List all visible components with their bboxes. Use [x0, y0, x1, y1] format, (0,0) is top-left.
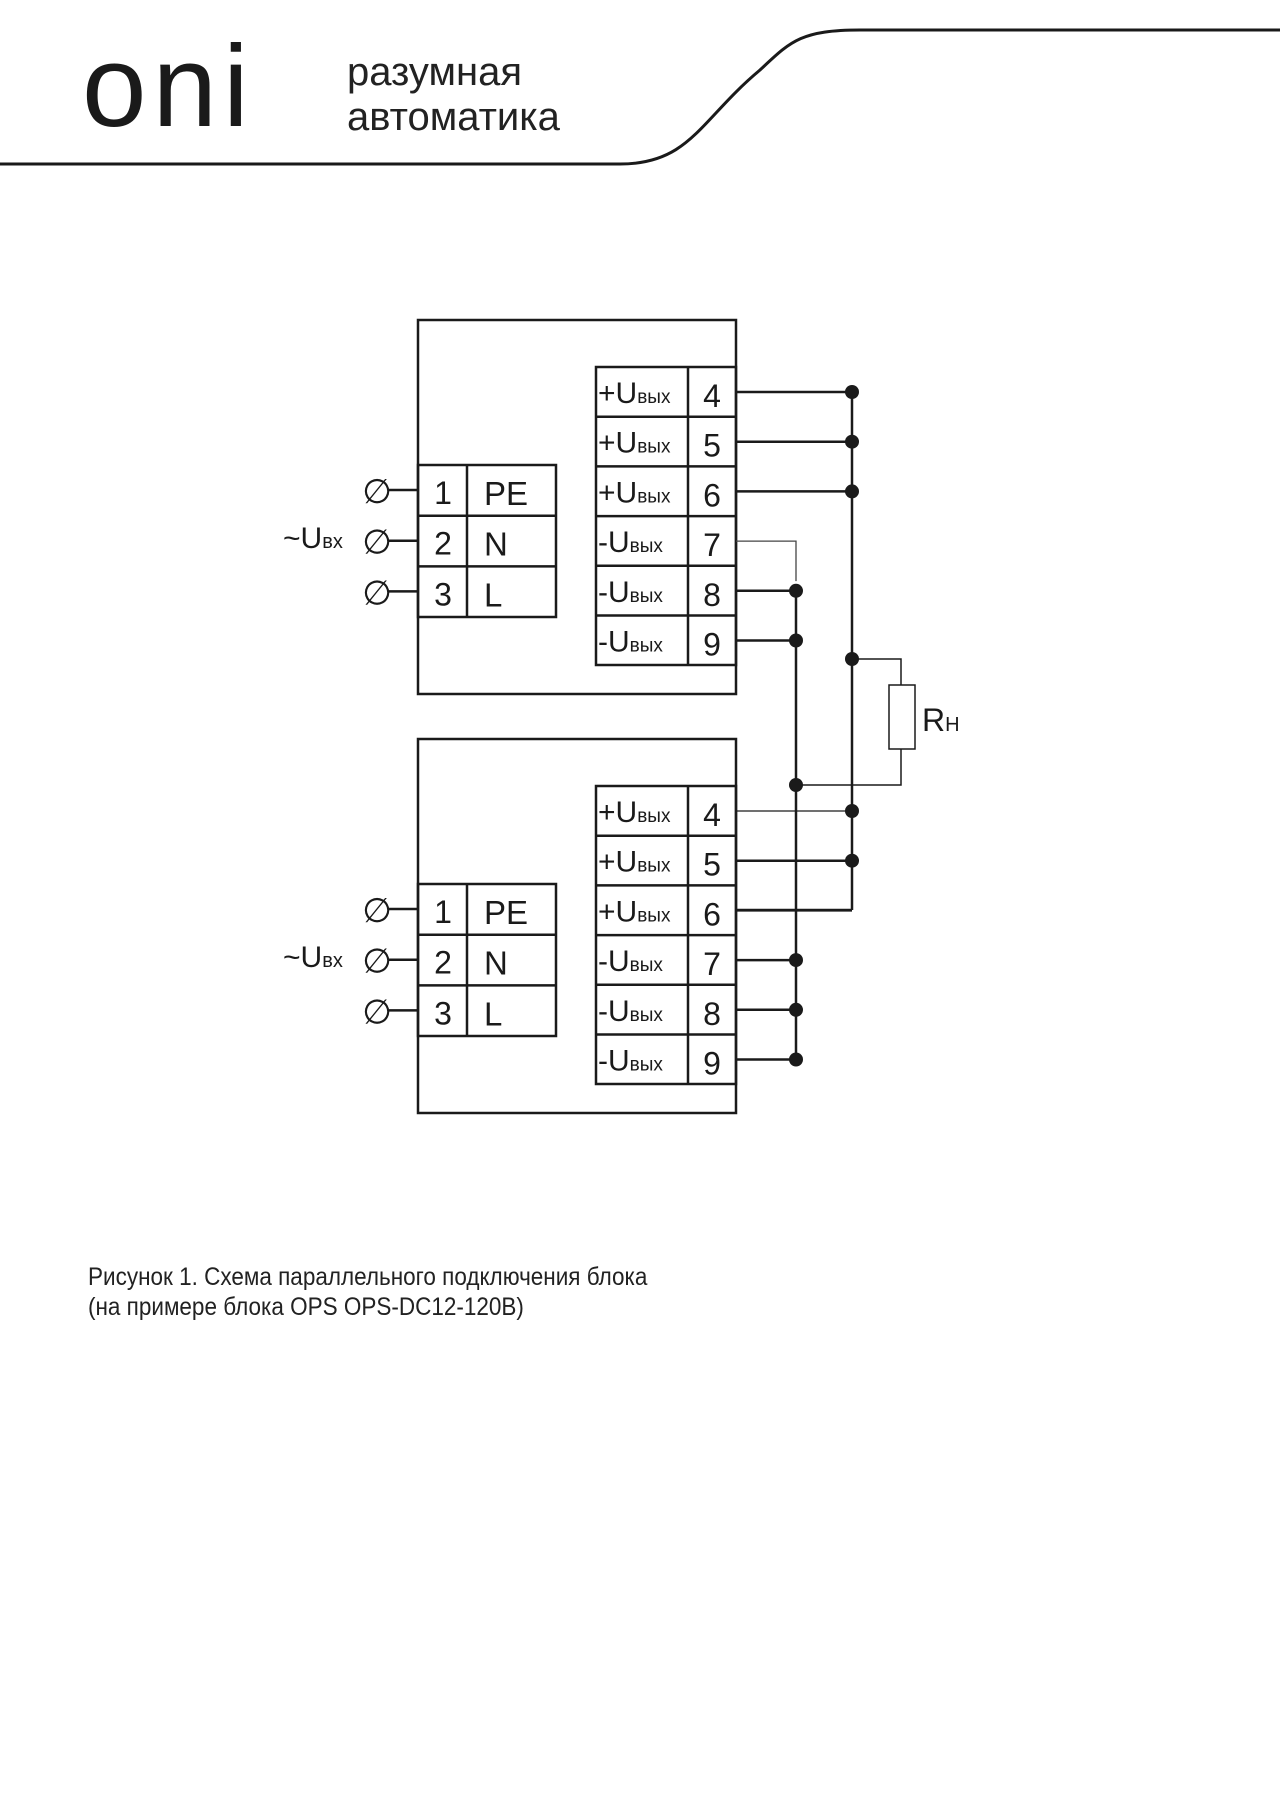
- figure-caption: Рисунок 1. Схема параллельного подключен…: [88, 1262, 808, 1322]
- output-terminal-label: +Uвых: [598, 377, 671, 410]
- output-terminal-label: +Uвых: [598, 895, 671, 928]
- output-terminal-number: 6: [703, 896, 721, 932]
- output-terminal-number: 5: [703, 847, 721, 883]
- input-terminal-name: PE: [484, 894, 528, 931]
- terminal-screw-icon: ∅: [362, 892, 392, 930]
- output-terminal-label: -Uвых: [598, 945, 663, 978]
- input-terminal-name: PE: [484, 475, 528, 512]
- caption-line-1: Рисунок 1. Схема параллельного подключен…: [88, 1263, 648, 1291]
- brand-tagline-line1: разумная: [347, 50, 522, 94]
- terminal-screw-icon: ∅: [362, 993, 392, 1031]
- terminal-screw-icon: ∅: [362, 524, 392, 562]
- input-terminal-name: N: [484, 945, 508, 982]
- junction-dot: [789, 778, 803, 792]
- output-terminal-label: -Uвых: [598, 576, 663, 609]
- output-terminal-number: 5: [703, 428, 721, 464]
- input-terminal-name: L: [484, 576, 502, 613]
- output-terminal-label: -Uвых: [598, 995, 663, 1028]
- input-terminal-number: 1: [434, 894, 452, 930]
- input-terminal-number: 1: [434, 475, 452, 511]
- load-resistor: RН: [789, 652, 960, 792]
- output-terminal-number: 4: [703, 378, 721, 414]
- output-terminal-label: +Uвых: [598, 476, 671, 509]
- output-terminal-label: +Uвых: [598, 427, 671, 460]
- terminal-screw-icon: ∅: [362, 943, 392, 981]
- output-terminal-number: 8: [703, 996, 721, 1032]
- output-terminal-number: 9: [703, 1046, 721, 1082]
- input-voltage-label: ~Uвх: [283, 522, 343, 555]
- resistor-symbol: [888, 684, 916, 750]
- header-curve-line: [0, 28, 1280, 166]
- terminal-screw-icon: ∅: [362, 574, 392, 612]
- input-voltage-label: ~Uвх: [283, 941, 343, 974]
- output-terminal-number: 7: [703, 527, 721, 563]
- input-terminal-number: 2: [434, 945, 452, 981]
- load-resistor-label: RН: [922, 702, 960, 738]
- output-terminal-number: 4: [703, 797, 721, 833]
- output-terminal-label: +Uвых: [598, 846, 671, 879]
- output-terminal-label: -Uвых: [598, 1045, 663, 1078]
- header: oni разумная автоматика: [0, 21, 1280, 166]
- input-terminal-name: L: [484, 995, 502, 1032]
- load-wire: [796, 749, 902, 786]
- output-terminal-number: 9: [703, 627, 721, 663]
- output-terminal-number: 7: [703, 946, 721, 982]
- brand-logo: oni: [82, 21, 255, 151]
- output-terminal-block: +Uвых 4 +Uвых 5 +Uвых 6 -Uвых 7 -Uвых 8 -Uвых 9: [594, 784, 859, 1086]
- output-terminal-label: +Uвых: [598, 796, 671, 829]
- output-terminal-number: 8: [703, 577, 721, 613]
- brand-tagline-line2: автоматика: [347, 95, 561, 139]
- output-terminal-label: -Uвых: [598, 526, 663, 559]
- input-terminal-number: 2: [434, 526, 452, 562]
- output-wire: [736, 540, 797, 582]
- input-terminal-number: 3: [434, 995, 452, 1031]
- terminal-screw-icon: ∅: [362, 473, 392, 511]
- caption-line-2: (на примере блока OPS OPS-DC12-120B): [88, 1293, 524, 1321]
- input-terminal-number: 3: [434, 576, 452, 612]
- load-wire: [852, 658, 902, 685]
- output-terminal-number: 6: [703, 477, 721, 513]
- input-terminal-name: N: [484, 526, 508, 563]
- output-terminal-block: +Uвых 4 +Uвых 5 +Uвых 6 -Uвых 7 -Uвых 8 -Uвых 9: [594, 365, 859, 667]
- output-terminal-label: -Uвых: [598, 626, 663, 659]
